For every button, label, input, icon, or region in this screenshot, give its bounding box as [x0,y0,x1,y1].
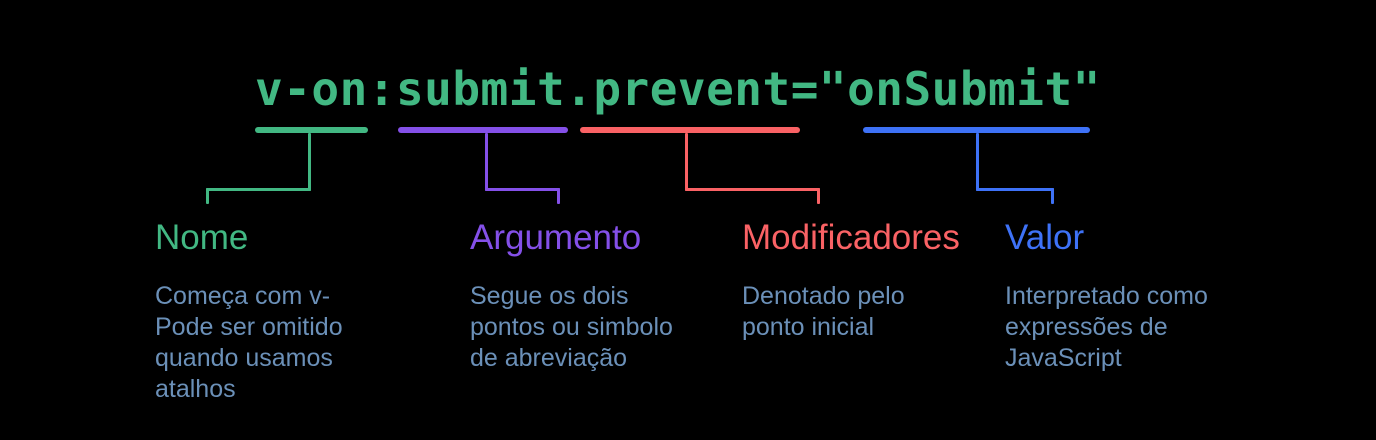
modifiers-connector-vertical [685,133,688,191]
value-underline [863,127,1090,133]
argument-connector-horizontal [485,188,560,191]
name-label: Nome [155,218,249,257]
modifiers-connector-horizontal [685,188,820,191]
name-underline [255,127,368,133]
value-connector-tick [1051,188,1054,204]
value-description: Interpretado como expressões de JavaScri… [1005,282,1208,372]
argument-label: Argumento [470,218,642,257]
argument-connector-tick [557,188,560,204]
name-connector-tick [206,188,209,204]
modifiers-description: Denotado pelo ponto inicial [742,282,905,341]
argument-connector-vertical [485,133,488,191]
value-connector-horizontal [976,188,1054,191]
modifiers-label: Modificadores [742,218,960,257]
value-label: Valor [1005,218,1085,257]
modifiers-underline [580,127,800,133]
name-description: Começa com v- Pode ser omitido quando us… [155,282,343,403]
argument-description: Segue os dois pontos ou simbolo de abrev… [470,282,673,372]
code-expression: v-on:submit.prevent="onSubmit" [255,62,1101,116]
name-connector-horizontal [206,188,311,191]
value-connector-vertical [976,133,979,191]
argument-underline [398,127,568,133]
name-connector-vertical [308,133,311,191]
modifiers-connector-tick [817,188,820,204]
